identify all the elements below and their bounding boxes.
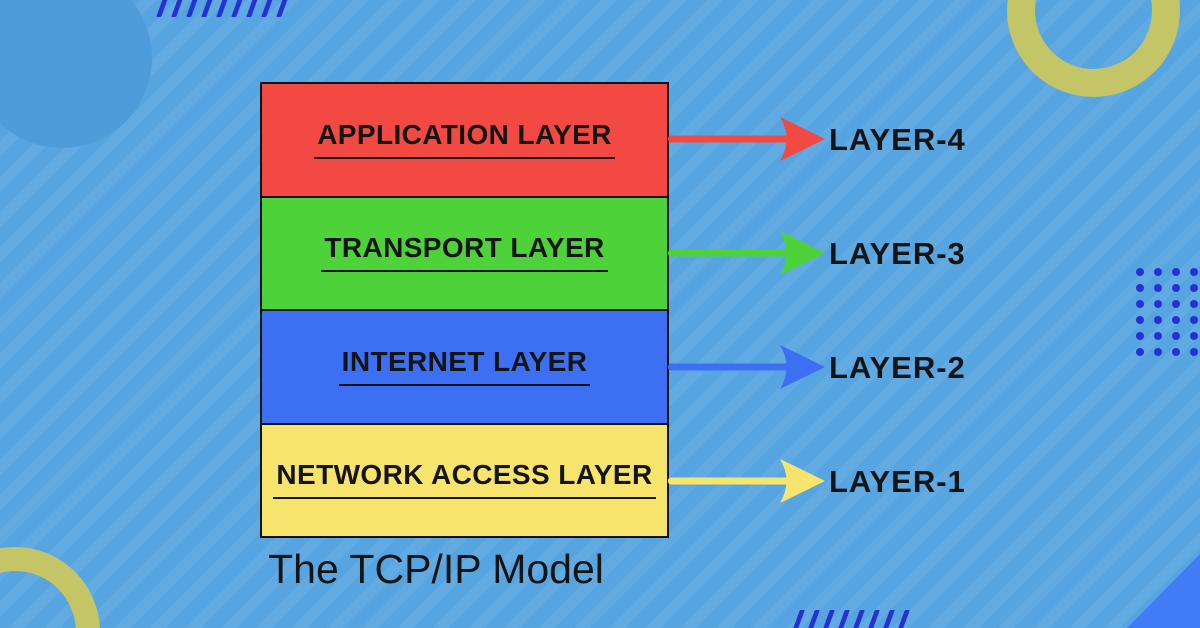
layer3-label: LAYER-3	[829, 235, 966, 271]
arrow-row-layer4: LAYER-4	[668, 115, 966, 163]
arrow-icon	[668, 231, 825, 275]
arrow-row-layer3: LAYER-3	[668, 229, 966, 277]
arrow-icon	[668, 459, 825, 503]
ring-decoration-top-right-icon	[1007, 0, 1180, 97]
tcpip-stack: APPLICATION LAYER TRANSPORT LAYER INTERN…	[260, 82, 669, 538]
arrow-row-layer2: LAYER-2	[668, 343, 966, 391]
arrow-icon	[668, 117, 825, 161]
layer-internet: INTERNET LAYER	[262, 309, 667, 423]
dot-grid-icon	[1136, 268, 1198, 356]
layer-application: APPLICATION LAYER	[262, 84, 667, 196]
layer2-label: LAYER-2	[829, 349, 966, 385]
layer-network-access: NETWORK ACCESS LAYER	[262, 422, 667, 536]
page-title: The TCP/IP Model	[268, 546, 604, 592]
layer4-label: LAYER-4	[829, 121, 966, 157]
arrow-row-layer1: LAYER-1	[668, 457, 966, 505]
tick-marks-top-icon	[156, 0, 289, 17]
layer-transport-label: TRANSPORT LAYER	[321, 234, 608, 273]
corner-triangle-icon	[1127, 554, 1200, 628]
layer-transport: TRANSPORT LAYER	[262, 195, 667, 309]
layer-network-access-label: NETWORK ACCESS LAYER	[273, 461, 656, 500]
circle-decoration-icon	[0, 0, 152, 148]
tick-marks-bottom-icon	[792, 610, 910, 628]
ring-decoration-bottom-left-icon	[0, 547, 100, 628]
layer-internet-label: INTERNET LAYER	[338, 347, 591, 386]
layer1-label: LAYER-1	[829, 463, 966, 499]
arrow-icon	[668, 345, 825, 389]
layer-application-label: APPLICATION LAYER	[314, 120, 615, 159]
